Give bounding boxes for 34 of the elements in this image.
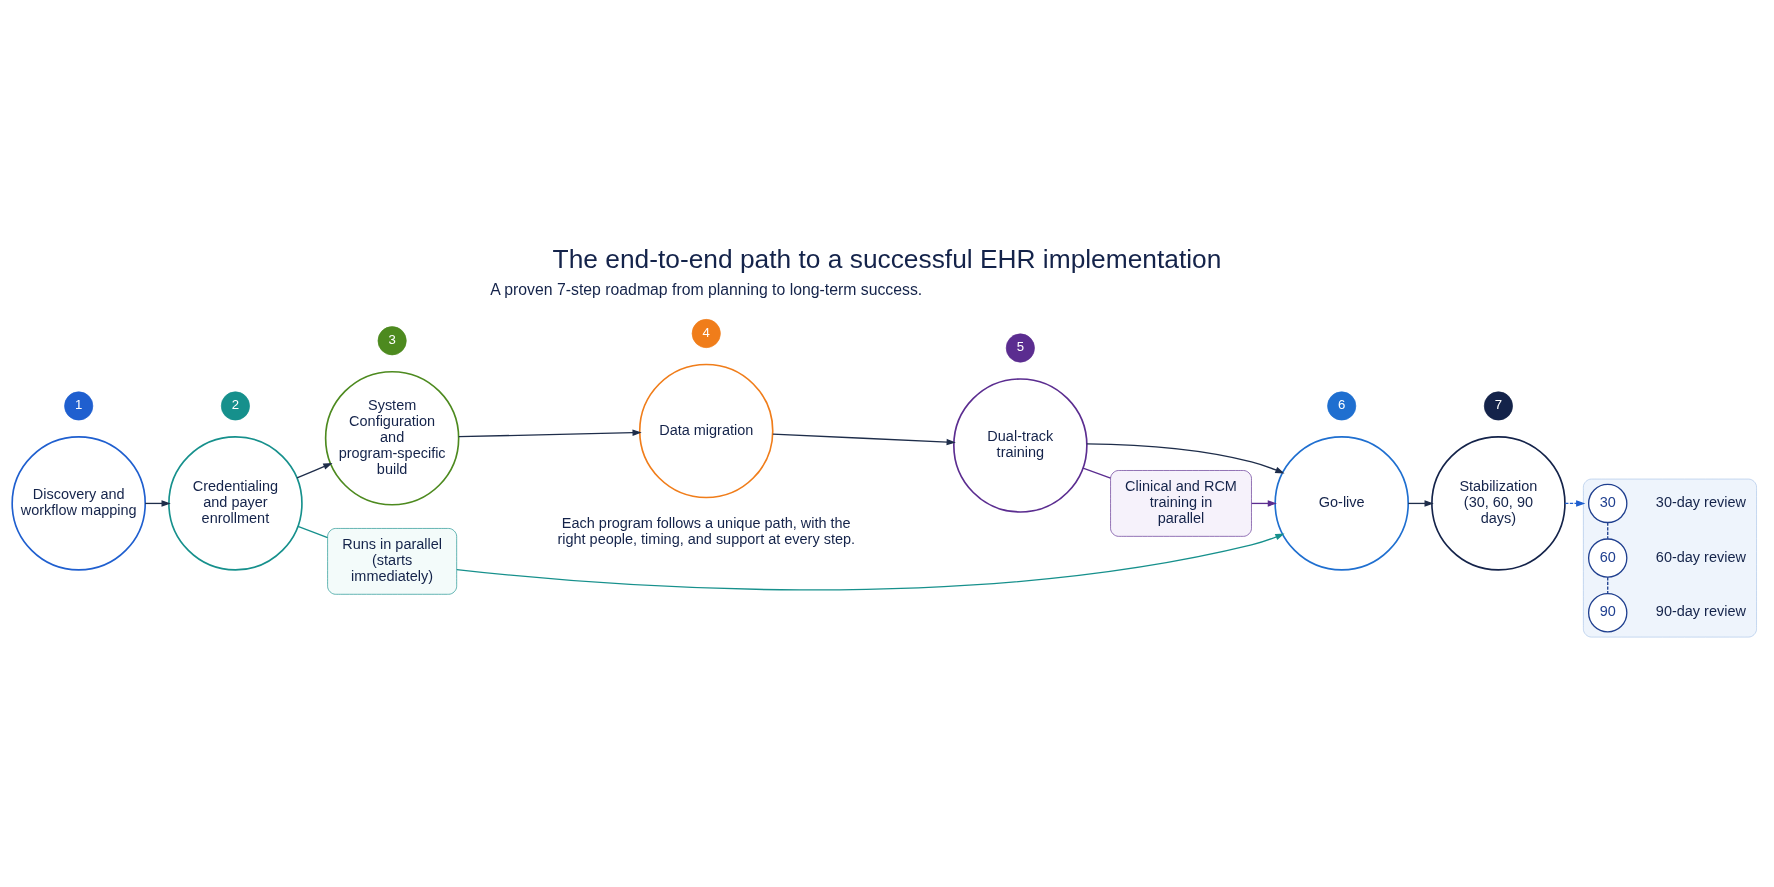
node-circle: 2: [220, 391, 250, 421]
caption: Each program follows a unique path, with the right people, timing, and support at every step.: [557, 515, 856, 547]
node-label: 60-day review: [1655, 548, 1746, 565]
node-circle: 3: [377, 326, 407, 356]
node-circle: Discovery and workflow mapping: [11, 436, 147, 571]
connector: [297, 525, 329, 539]
node-circle: 30: [1587, 483, 1628, 524]
node-circle: 6: [1327, 391, 1357, 421]
node-circle: Stabilization (30, 60, 90 days): [1431, 436, 1566, 571]
node-circle: 1: [64, 391, 94, 421]
connector: [1082, 467, 1112, 479]
arrow: [1086, 443, 1285, 474]
node-circle: 5: [1005, 333, 1035, 363]
node-circle: 90: [1587, 593, 1628, 633]
node-circle: Dual-track training: [953, 378, 1088, 513]
arrow: [456, 533, 1285, 591]
node-label: 30-day review: [1655, 494, 1746, 511]
node-circle: 60: [1587, 538, 1628, 578]
node-box: Runs in parallel (starts immediately): [327, 528, 457, 595]
cluster: [1583, 478, 1757, 638]
node-box: Clinical and RCM training in parallel: [1110, 470, 1252, 537]
node-circle: 4: [691, 319, 721, 348]
node-circle: 7: [1483, 391, 1513, 421]
label: A proven 7-step roadmap from planning to long-term success.: [490, 280, 923, 298]
arrow: [296, 462, 333, 479]
node-label: 90-day review: [1655, 603, 1746, 620]
arrow: [1564, 500, 1586, 507]
diagram-title: The end-to-end path to a successful EHR implementation: [552, 244, 1222, 275]
arrow: [458, 429, 642, 438]
node-circle: Credentialing and payer enrollment: [168, 436, 303, 571]
arrow: [772, 433, 956, 446]
connector: [1607, 521, 1609, 540]
connector: [1607, 576, 1609, 595]
node-circle: Data migration: [638, 363, 774, 499]
